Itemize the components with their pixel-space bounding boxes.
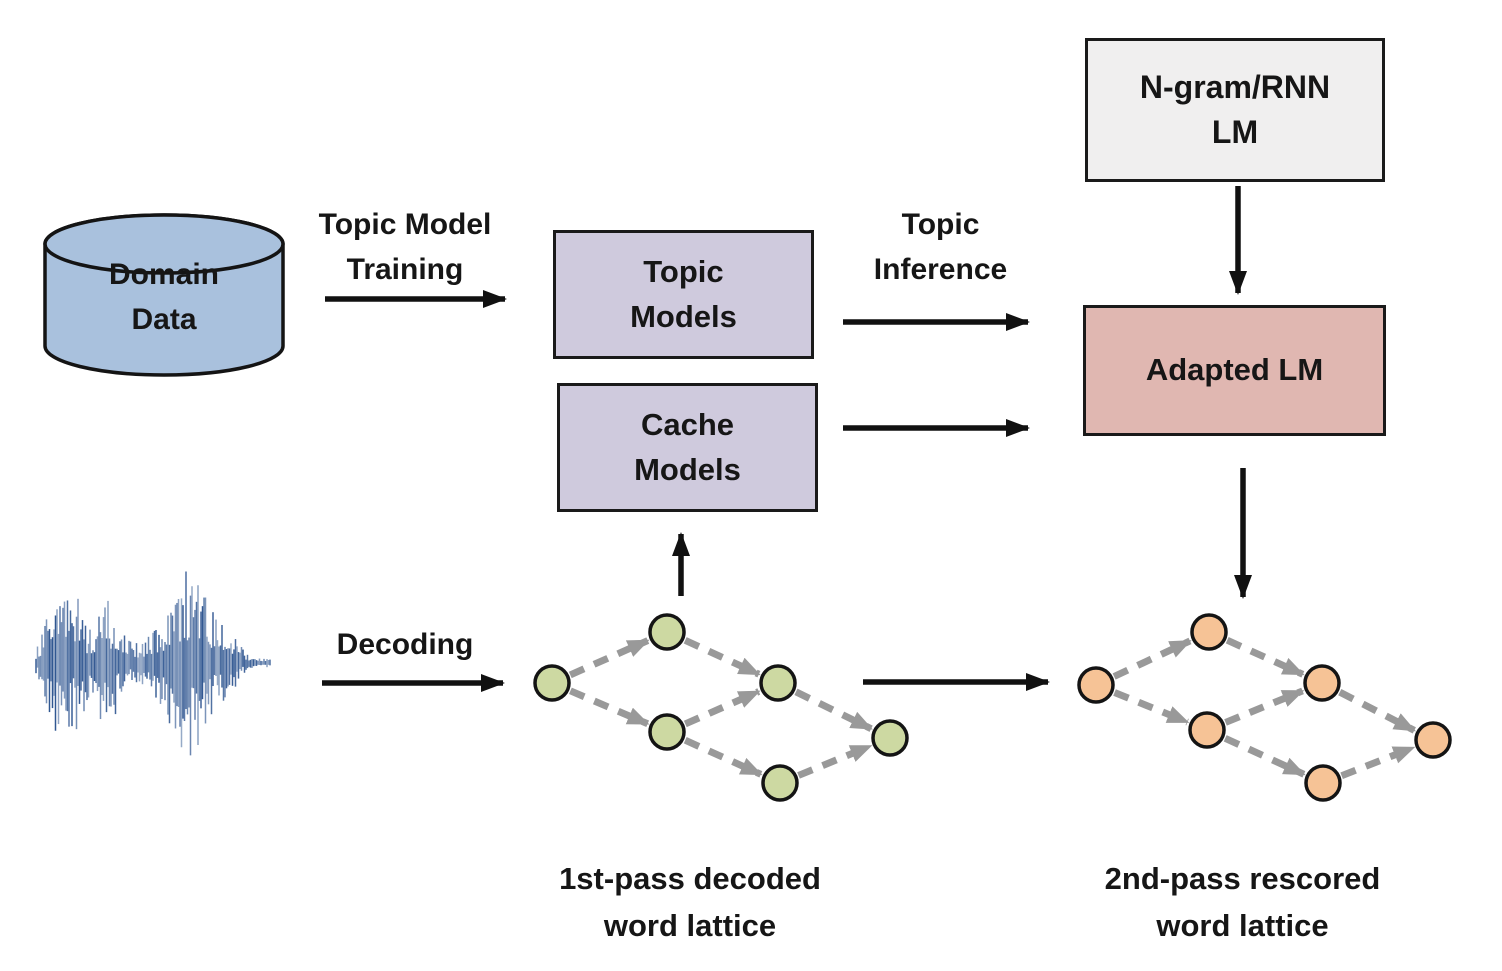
lattice-node <box>648 613 686 651</box>
word-lattice-1 <box>533 613 909 802</box>
lattice-node <box>533 664 571 702</box>
lattice-edge <box>1224 687 1305 726</box>
lattice-edge <box>1338 689 1417 734</box>
adapted-lm-box: Adapted LM <box>1083 305 1386 436</box>
lattice-edge <box>683 637 761 678</box>
lattice-edge <box>1225 637 1305 678</box>
lattice-node <box>1414 721 1452 759</box>
lattice-node <box>1303 664 1341 702</box>
lattice-edge <box>797 742 873 779</box>
lattice-edge <box>1223 735 1306 778</box>
lattice-edge <box>568 637 650 679</box>
lattice-node <box>871 719 909 757</box>
ngram-lm-box: N-gram/RNN LM <box>1085 38 1385 182</box>
domain-data-label: Domain Data <box>108 258 219 336</box>
second-pass-caption: 2nd-pass rescored word lattice <box>1104 861 1381 943</box>
topic-model-training-label: Topic Model Training <box>318 208 492 286</box>
lattice-edge <box>1113 689 1190 726</box>
lattice-edge <box>794 688 873 732</box>
decoding-label: Decoding <box>336 628 474 661</box>
lattice-node <box>1077 666 1115 704</box>
lattice-node <box>648 713 686 751</box>
lattice-edge <box>1340 744 1416 779</box>
lattice-node <box>1304 764 1342 802</box>
lattice-node <box>759 664 797 702</box>
lattice-edge <box>683 688 761 728</box>
lattice-edge <box>683 737 763 778</box>
connector-arrows <box>322 186 1252 692</box>
lattice-node <box>1190 613 1228 651</box>
lattice-node <box>1188 711 1226 749</box>
audio-waveform-icon <box>35 571 271 756</box>
cache-models-box: Cache Models <box>557 383 818 512</box>
lattice-edge <box>569 687 650 727</box>
lattice-node <box>761 764 799 802</box>
lattice-edge <box>1112 637 1192 680</box>
database-cylinder <box>43 213 285 377</box>
first-pass-caption: 1st-pass decoded word lattice <box>559 861 821 943</box>
word-lattice-2 <box>1077 613 1452 802</box>
topic-inference-label: Topic Inference <box>873 208 1008 286</box>
topic-models-box: Topic Models <box>553 230 814 359</box>
